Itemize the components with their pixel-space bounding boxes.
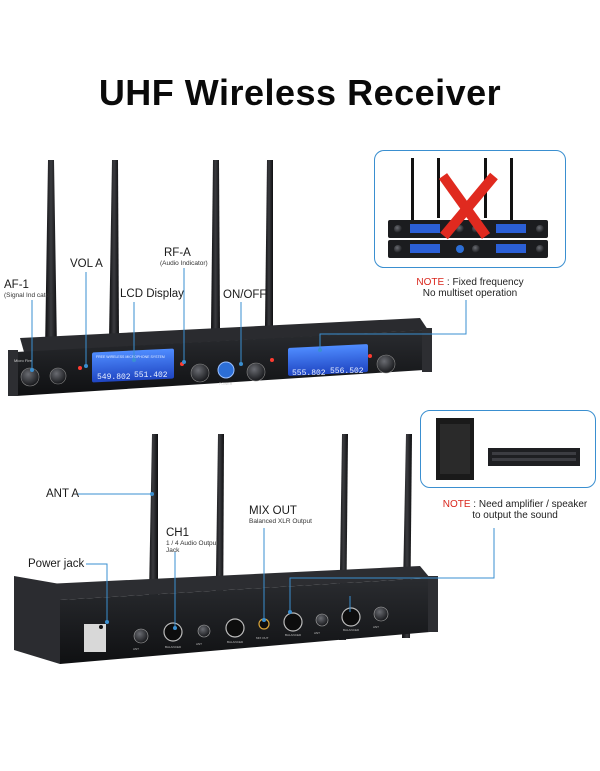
label-ch1-sub1: 1 / 4 Audio Output <box>166 540 219 547</box>
prohibited-x-icon <box>438 172 498 240</box>
brand-logo: Micro Fire <box>14 358 33 363</box>
label-rf-a-sub: (Audio Indicator) <box>160 260 208 267</box>
rear-connector-label: MIX OUT <box>256 636 269 640</box>
label-af1: AF-1 <box>4 279 29 291</box>
amplifier-speaker-illustration <box>436 418 580 480</box>
note-amplifier: NOTE : Need amplifier / speaker to outpu… <box>440 499 590 521</box>
label-onoff: ON/OFF <box>223 289 267 301</box>
label-lcd-display: LCD Display <box>120 288 184 300</box>
note1-prefix: NOTE <box>416 277 445 288</box>
lcd-left-freq-a: 549.802 <box>97 373 131 382</box>
note2-text1: : Need amplifier / speaker <box>470 499 588 510</box>
rear-connector-label: BALANCED <box>285 633 302 637</box>
back-receiver <box>14 434 438 664</box>
note-fixed-frequency: NOTE : Fixed frequency No multiset opera… <box>400 277 540 299</box>
rear-connector-label: ANT <box>373 625 379 629</box>
rear-connector-label: BALANCED <box>227 640 244 644</box>
front-antennas <box>45 160 273 352</box>
label-mix-out: MIX OUT <box>249 505 297 517</box>
label-ant-a: ANT A <box>46 488 80 500</box>
stacked-receivers-illustration <box>388 158 548 258</box>
label-power-jack: Power jack <box>28 558 85 570</box>
rear-connector-label: BALANCED <box>165 645 182 649</box>
label-ch1-sub2: Jack <box>166 547 180 554</box>
page-title: UHF Wireless Receiver <box>98 72 502 113</box>
lcd-right-freq-a: 555.802 <box>292 369 326 378</box>
label-af1-sub: (Signal Ind cator) <box>4 292 54 299</box>
lcd-left-header: FREE WIRELESS MICROPHONE SYSTEM <box>96 355 165 359</box>
note2-text2: to output the sound <box>472 510 558 521</box>
note1-text1: : Fixed frequency <box>444 277 524 288</box>
rear-connector-label: BALANCED <box>343 628 360 632</box>
callout-dots <box>30 348 322 630</box>
callout-lines <box>31 268 495 628</box>
label-mix-out-sub: Balanced XLR Output <box>249 518 312 525</box>
rear-connector-label: ANT <box>196 642 202 646</box>
rear-connector-label: ANT <box>314 631 320 635</box>
lcd-left-freq-b: 551.402 <box>134 371 168 380</box>
lcd-right-freq-b: 556.502 <box>330 367 364 376</box>
power-button-label: POWER <box>219 382 233 386</box>
label-rf-a: RF-A <box>164 247 191 259</box>
label-ch1: CH1 <box>166 527 190 539</box>
note2-prefix: NOTE <box>442 499 471 510</box>
front-receiver <box>8 160 432 396</box>
label-vol-a: VOL A <box>70 258 103 270</box>
note1-text2: No multiset operation <box>422 288 518 299</box>
rear-connector-label: ANT <box>133 647 139 651</box>
